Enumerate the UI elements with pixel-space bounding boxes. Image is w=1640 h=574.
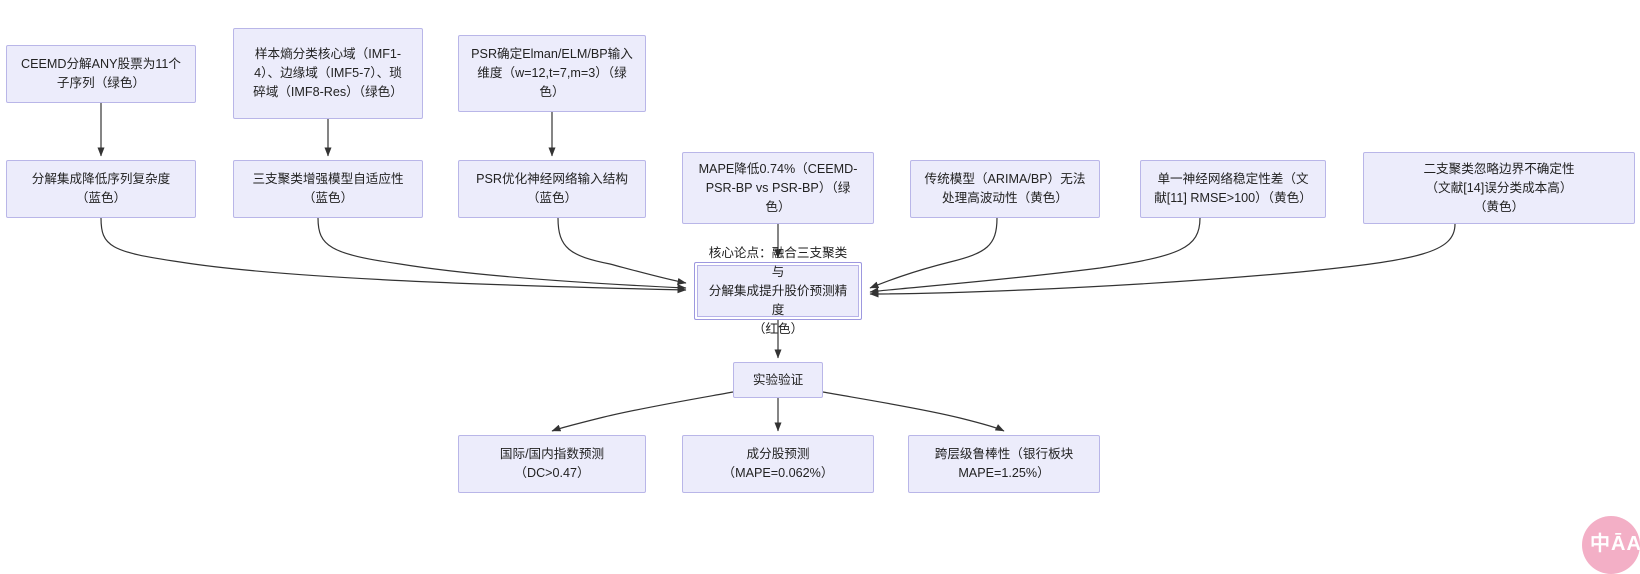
node-three-way-clustering-adaptive-label: 三支聚类增强模型自适应性 （蓝色） — [252, 172, 404, 205]
node-ceemd-decompose-label: CEEMD分解ANY股票为11个 子序列（绿色） — [20, 57, 181, 90]
node-ceemd-decompose[interactable]: CEEMD分解ANY股票为11个 子序列（绿色） — [6, 45, 196, 103]
edge-n11-to-n14 — [822, 391, 1005, 432]
node-single-nn-instability-label: 单一神经网络稳定性差（文 献[11] RMSE>100）（黄色） — [1154, 172, 1312, 205]
edge-n6-to-core — [557, 217, 687, 285]
node-two-way-clustering-boundary-label: 二支聚类忽略边界不确定性 （文献[14]误分类成本高） （黄色） — [1423, 161, 1575, 214]
edge-n4-to-core — [100, 217, 687, 294]
edge-n8-to-core — [869, 217, 998, 289]
node-reduce-complexity-label: 分解集成降低序列复杂度 （蓝色） — [31, 172, 171, 205]
node-psr-optimize-structure[interactable]: PSR优化神经网络输入结构 （蓝色） — [458, 160, 646, 218]
node-core-argument-label: 核心论点：融合三支聚类与 分解集成提升股价预测精度 （红色） — [708, 245, 848, 336]
watermark-badge: 中ĀA — [1582, 516, 1640, 574]
node-reduce-complexity[interactable]: 分解集成降低序列复杂度 （蓝色） — [6, 160, 196, 218]
edge-n5-to-core — [317, 217, 687, 292]
edge-n9-to-core — [869, 217, 1201, 295]
node-cross-level-robustness-label: 跨层级鲁棒性（银行板块 MAPE=1.25%） — [934, 447, 1074, 480]
node-single-nn-instability[interactable]: 单一神经网络稳定性差（文 献[11] RMSE>100）（黄色） — [1140, 160, 1326, 218]
node-experiment-validation[interactable]: 实验验证 — [733, 362, 823, 398]
node-traditional-model-limitation-label: 传统模型（ARIMA/BP）无法 处理高波动性（黄色） — [924, 172, 1086, 205]
edge-n10-to-core — [869, 223, 1456, 298]
node-mape-reduction[interactable]: MAPE降低0.74%（CEEMD- PSR-BP vs PSR-BP）（绿 色… — [682, 152, 874, 224]
node-three-way-clustering-adaptive[interactable]: 三支聚类增强模型自适应性 （蓝色） — [233, 160, 423, 218]
node-cross-level-robustness[interactable]: 跨层级鲁棒性（银行板块 MAPE=1.25%） — [908, 435, 1100, 493]
node-psr-input-dimension[interactable]: PSR确定Elman/ELM/BP输入 维度（w=12,t=7,m=3）（绿 色… — [458, 35, 646, 112]
node-sample-entropy-label: 样本熵分类核心域（IMF1- 4）、边缘域（IMF5-7）、琐 碎域（IMF8-… — [253, 47, 403, 99]
node-psr-input-dimension-label: PSR确定Elman/ELM/BP输入 维度（w=12,t=7,m=3）（绿 色… — [471, 47, 633, 99]
node-index-forecast-label: 国际/国内指数预测 （DC>0.47） — [499, 447, 605, 480]
node-constituent-stock-forecast[interactable]: 成分股预测 （MAPE=0.062%） — [682, 435, 874, 493]
node-constituent-stock-forecast-label: 成分股预测 （MAPE=0.062%） — [722, 447, 834, 480]
node-psr-optimize-structure-label: PSR优化神经网络输入结构 （蓝色） — [476, 172, 628, 205]
node-index-forecast[interactable]: 国际/国内指数预测 （DC>0.47） — [458, 435, 646, 493]
node-two-way-clustering-boundary[interactable]: 二支聚类忽略边界不确定性 （文献[14]误分类成本高） （黄色） — [1363, 152, 1635, 224]
edge-n11-to-n12 — [551, 391, 734, 432]
node-core-argument[interactable]: 核心论点：融合三支聚类与 分解集成提升股价预测精度 （红色） — [694, 246, 862, 336]
node-traditional-model-limitation[interactable]: 传统模型（ARIMA/BP）无法 处理高波动性（黄色） — [910, 160, 1100, 218]
node-experiment-validation-label: 实验验证 — [752, 372, 804, 387]
node-sample-entropy[interactable]: 样本熵分类核心域（IMF1- 4）、边缘域（IMF5-7）、琐 碎域（IMF8-… — [233, 28, 423, 119]
watermark-character: 中ĀA — [1590, 533, 1640, 555]
node-mape-reduction-label: MAPE降低0.74%（CEEMD- PSR-BP vs PSR-BP）（绿 色… — [698, 161, 858, 214]
